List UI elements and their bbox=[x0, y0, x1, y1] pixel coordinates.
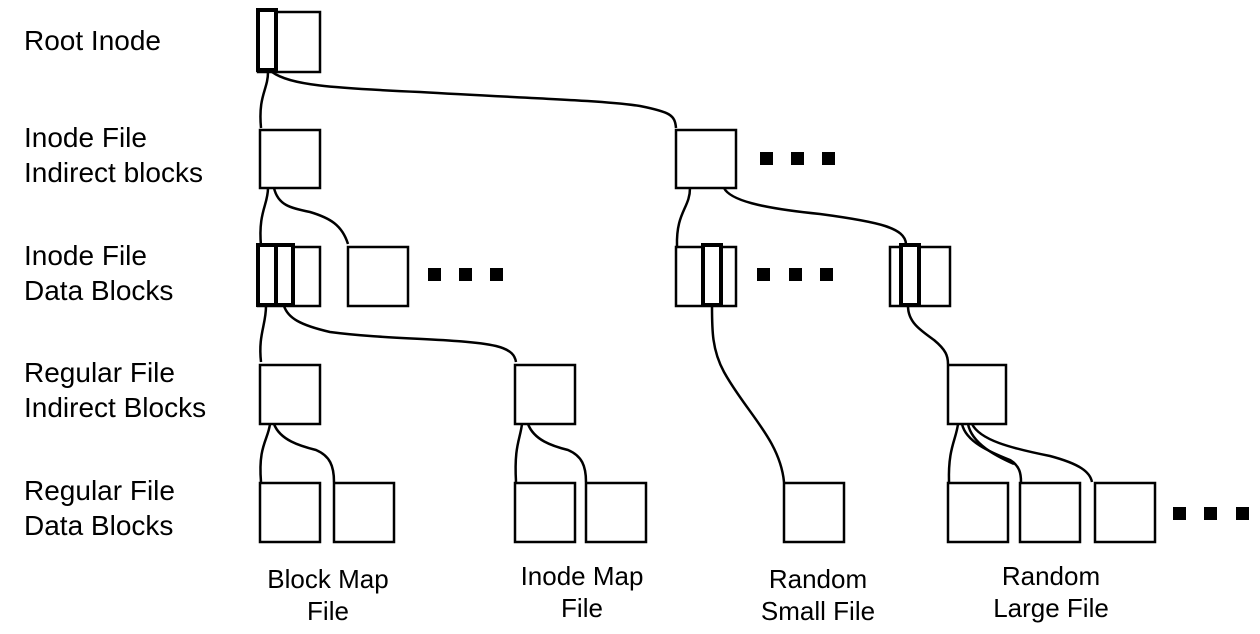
connector-indirect-right-to-data-block-1 bbox=[675, 187, 692, 247]
row-label-root-inode: Root Inode bbox=[24, 25, 161, 56]
connectors bbox=[259, 70, 1094, 483]
root-inode-entry bbox=[256, 8, 278, 72]
connector-inode-map-indirect-to-data-1 bbox=[514, 423, 524, 483]
inode-file-data-block-1-entry-a bbox=[256, 243, 278, 307]
regular-file-data-block-random-large-3 bbox=[1093, 481, 1157, 544]
regular-file-data-block-block-map-1 bbox=[258, 481, 322, 544]
connector-inode-data-to-random-small-file bbox=[710, 305, 786, 483]
connector-inode-data-to-block-map-indirect bbox=[259, 305, 268, 363]
ellipsis-inode-indirect bbox=[760, 152, 835, 165]
regular-file-data-block-random-large-2 bbox=[1018, 481, 1082, 544]
connector-large-indirect-to-data-1 bbox=[947, 423, 960, 483]
row-label-regular-file-data-blocks: Regular File Data Blocks bbox=[24, 475, 175, 541]
regular-file-indirect-block-random-large bbox=[946, 363, 1008, 426]
regular-file-data-block-block-map-2 bbox=[332, 481, 396, 544]
file-label-block-map: Block Map File bbox=[267, 564, 389, 626]
regular-file-data-block-inode-map-1 bbox=[513, 481, 577, 544]
connector-indirect-left-to-data-block-2 bbox=[272, 187, 350, 245]
inode-file-data-block-2 bbox=[346, 245, 410, 308]
file-label-random-small: Random Small File bbox=[760, 564, 876, 626]
inode-file-indirect-block-2 bbox=[674, 128, 738, 190]
connector-large-indirect-to-data-2a bbox=[960, 423, 1023, 483]
row-label-inode-file-data-blocks: Inode File Data Blocks bbox=[24, 240, 174, 306]
connector-large-indirect-to-data-3 bbox=[970, 423, 1094, 483]
ellipses bbox=[428, 152, 1249, 520]
inode-file-data-block-1-entry-b bbox=[274, 243, 295, 307]
file-label-inode-map: Inode Map File bbox=[520, 561, 644, 623]
regular-file-data-block-random-small bbox=[782, 481, 846, 544]
connector-indirect-right-to-data-block-2 bbox=[722, 187, 908, 245]
regular-file-indirect-block-block-map bbox=[258, 363, 322, 426]
connector-root-to-inode-indirect-right bbox=[271, 70, 678, 129]
row-label-inode-file-indirect-blocks: Inode File Indirect blocks bbox=[24, 122, 203, 188]
inode-file-data-block-3-entry bbox=[701, 243, 723, 307]
connector-inode-data-to-random-large-indirect bbox=[906, 305, 950, 365]
connector-large-indirect-to-data-2b bbox=[966, 423, 1015, 466]
regular-file-data-block-inode-map-2 bbox=[584, 481, 648, 544]
inode-file-indirect-block-1 bbox=[258, 128, 322, 190]
connector-block-map-indirect-to-data-1 bbox=[259, 423, 272, 483]
connector-indirect-left-to-data-block-1 bbox=[259, 187, 270, 247]
regular-file-indirect-block-inode-map bbox=[513, 363, 577, 426]
connector-inode-data-to-inode-map-indirect bbox=[282, 305, 518, 363]
ellipsis-inode-data-right bbox=[757, 268, 833, 281]
regular-file-data-block-random-large-1 bbox=[946, 481, 1010, 544]
inode-file-data-block-4-entry bbox=[899, 243, 921, 307]
connector-inode-map-indirect-to-data-2 bbox=[526, 423, 588, 483]
row-label-regular-file-indirect-blocks: Regular File Indirect Blocks bbox=[24, 357, 207, 423]
file-label-random-large: Random Large File bbox=[993, 561, 1109, 623]
connector-root-to-inode-indirect-left bbox=[259, 71, 270, 129]
blocks bbox=[256, 8, 1157, 544]
ellipsis-inode-data-left bbox=[428, 268, 503, 281]
ellipsis-large-file-data bbox=[1173, 507, 1249, 520]
connector-block-map-indirect-to-data-2 bbox=[272, 423, 336, 483]
